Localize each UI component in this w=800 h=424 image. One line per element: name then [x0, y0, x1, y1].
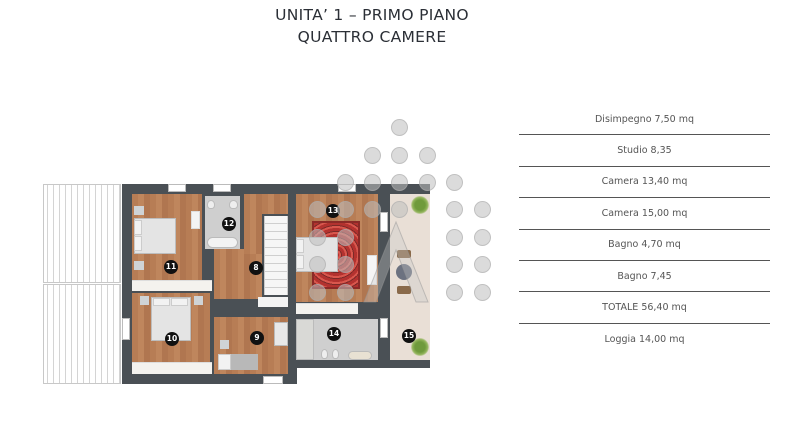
watermark-dot: [309, 284, 326, 301]
room-badge-13: 13: [326, 204, 340, 218]
area-row-totale: TOTALE 56,40 mq: [519, 292, 770, 324]
window: [122, 318, 130, 340]
title-line-2: QUATTRO CAMERE: [297, 28, 447, 46]
watermark-letter-a-icon: [363, 220, 429, 303]
plant-bottom: [411, 338, 429, 356]
room-8-floor: [244, 214, 262, 254]
watermark-dot: [309, 201, 326, 218]
watermark-dot: [446, 201, 463, 218]
room-9-desk: [274, 322, 288, 346]
loggia-chair: [397, 286, 411, 294]
room-8-floor: [244, 194, 288, 214]
watermark-dot: [474, 284, 491, 301]
watermark-dot: [364, 174, 381, 191]
watermark-dot: [446, 284, 463, 301]
room-14-bidet: [321, 349, 328, 359]
watermark-dot: [419, 147, 436, 164]
watermark-dot: [391, 174, 408, 191]
watermark-dot: [474, 229, 491, 246]
title-line-1: UNITA’ 1 – PRIMO PIANO: [275, 6, 469, 24]
room-11-nightstand: [134, 261, 144, 270]
room-badge-9: 9: [250, 331, 264, 345]
room-11-nightstand: [134, 206, 144, 215]
room-12-toilet: [207, 200, 215, 209]
room-11-wardrobe: [132, 280, 212, 291]
watermark-dot: [391, 147, 408, 164]
page-title: UNITA’ 1 – PRIMO PIANO QUATTRO CAMERE: [0, 4, 744, 48]
watermark-dot: [337, 201, 354, 218]
room-9-wall-cabinet: [258, 297, 288, 307]
room-10-pillow: [171, 298, 188, 306]
staircase: [264, 216, 288, 295]
room-11-pillow: [134, 236, 142, 251]
window: [213, 184, 231, 192]
watermark-dot: [337, 256, 354, 273]
loggia-chair: [397, 250, 411, 258]
room-10-nightstand: [140, 296, 149, 305]
watermark-dot: [337, 284, 354, 301]
room-badge-8: 8: [249, 261, 263, 275]
room-badge-15: 15: [402, 329, 416, 343]
room-14-toilet: [332, 349, 339, 359]
room-13-wardrobe: [296, 303, 358, 314]
window: [380, 318, 388, 338]
area-row-camera-2: Camera 15,00 mq: [519, 198, 770, 230]
room-badge-14: 14: [327, 327, 341, 341]
room-badge-10: 10: [165, 332, 179, 346]
watermark-dot: [337, 229, 354, 246]
room-9-stool: [220, 340, 229, 349]
watermark-dot: [474, 256, 491, 273]
room-12-bathtub: [207, 237, 238, 248]
window: [168, 184, 186, 192]
window: [380, 212, 388, 232]
watermark-dot: [391, 119, 408, 136]
room-14-shower: [296, 319, 314, 360]
watermark-dot: [337, 174, 354, 191]
watermark-dot: [419, 174, 436, 191]
room-10-nightstand: [194, 296, 203, 305]
watermark-dot: [364, 147, 381, 164]
plant-top: [411, 196, 429, 214]
room-badge-11: 11: [164, 260, 178, 274]
room-11-desk: [191, 211, 200, 229]
pergola-bottom: [43, 284, 121, 384]
room-10-wardrobe: [132, 362, 212, 374]
watermark-dot: [474, 201, 491, 218]
watermark-dot: [446, 174, 463, 191]
room-12-sink: [229, 200, 238, 209]
window: [263, 376, 283, 384]
area-row-bagno-1: Bagno 4,70 mq: [519, 230, 770, 261]
watermark-dot: [446, 256, 463, 273]
room-13-pillow: [296, 239, 304, 253]
pergola-top: [43, 184, 121, 283]
area-table: Disimpegno 7,50 mq Studio 8,35 Camera 13…: [519, 104, 770, 355]
room-14-sink: [348, 351, 372, 360]
watermark-dot: [446, 229, 463, 246]
area-row-studio: Studio 8,35: [519, 135, 770, 167]
watermark-dot: [309, 256, 326, 273]
room-13-pillow: [296, 255, 304, 269]
area-row-bagno-2: Bagno 7,45: [519, 261, 770, 293]
room-11-pillow: [134, 220, 142, 235]
area-row-disimpegno: Disimpegno 7,50 mq: [519, 104, 770, 136]
watermark-dot: [309, 229, 326, 246]
area-row-loggia: Loggia 14,00 mq: [604, 333, 685, 345]
room-badge-12: 12: [222, 217, 236, 231]
room-9-armchair: [218, 354, 231, 370]
room-10-pillow: [153, 298, 170, 306]
area-row-camera-1: Camera 13,40 mq: [519, 167, 770, 199]
watermark-dot: [364, 201, 381, 218]
watermark-dot: [391, 201, 408, 218]
